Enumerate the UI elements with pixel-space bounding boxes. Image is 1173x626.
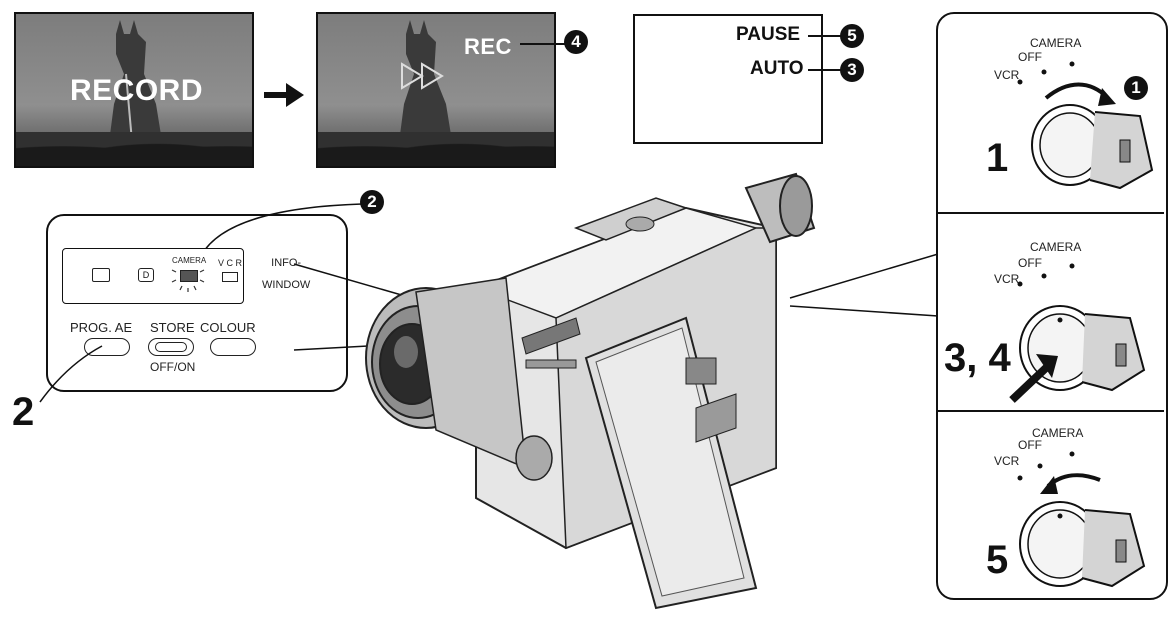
colour-button[interactable] bbox=[210, 338, 256, 356]
dial-vcr-label: VCR bbox=[994, 68, 1020, 82]
arrow-right-icon bbox=[264, 83, 304, 107]
portrait-mode-icon bbox=[92, 268, 110, 282]
callout-2: 2 bbox=[360, 190, 384, 214]
dial-off-label: OFF bbox=[1018, 438, 1042, 452]
step-5-number: 5 bbox=[986, 538, 1009, 582]
prog-ae-button[interactable] bbox=[84, 338, 130, 356]
panel-callout-curve bbox=[199, 203, 363, 259]
record-screen-image: RECORD bbox=[14, 12, 254, 168]
right-leader-lines bbox=[789, 253, 939, 317]
d-mode-icon: D bbox=[138, 268, 154, 282]
rec-text: REC bbox=[464, 34, 512, 59]
auto-label: AUTO bbox=[750, 58, 804, 79]
treeline bbox=[318, 132, 554, 166]
camera-indicator-label: CAMERA bbox=[172, 256, 207, 265]
dial-vcr-label: VCR bbox=[994, 454, 1020, 468]
callout-5: 5 bbox=[840, 24, 864, 48]
record-text: RECORD bbox=[70, 74, 204, 107]
store-button[interactable] bbox=[148, 338, 194, 356]
store-button-inner bbox=[155, 342, 187, 352]
rec-callout-line bbox=[520, 43, 566, 45]
treeline bbox=[16, 132, 252, 166]
display-box bbox=[633, 14, 823, 144]
step-2-pointer-line bbox=[39, 345, 103, 403]
panel-divider bbox=[938, 212, 1164, 214]
callout-3: 3 bbox=[840, 58, 864, 82]
power-dial-step1 bbox=[1017, 61, 1154, 190]
store-label: STORE bbox=[150, 320, 195, 335]
pause-label: PAUSE bbox=[736, 24, 801, 45]
step-2-number: 2 bbox=[12, 390, 35, 434]
play-indicator-icon bbox=[401, 62, 444, 90]
dial-vcr-label: VCR bbox=[994, 272, 1020, 286]
dial-camera-label: CAMERA bbox=[1032, 426, 1084, 440]
dial-off-label: OFF bbox=[1018, 256, 1042, 270]
blink-rays-icon bbox=[171, 269, 205, 292]
callout-4: 4 bbox=[564, 30, 588, 54]
display-callout-lines bbox=[808, 35, 842, 71]
panel-divider bbox=[938, 410, 1164, 412]
prog-ae-label: PROG. AE bbox=[70, 320, 133, 335]
dial-camera-label: CAMERA bbox=[1030, 36, 1082, 50]
dial-camera-label: CAMERA bbox=[1030, 240, 1082, 254]
vcr-indicator-lamp bbox=[222, 272, 238, 282]
rec-screen-image: REC bbox=[316, 12, 556, 168]
camera-indicator-lamp bbox=[180, 270, 198, 282]
camcorder-illustration bbox=[365, 172, 816, 610]
off-on-label: OFF/ON bbox=[150, 360, 196, 374]
step-34-number: 3, 4 bbox=[944, 336, 1011, 380]
colour-label: COLOUR bbox=[200, 320, 256, 335]
callout-1: 1 bbox=[1124, 76, 1148, 100]
power-dial-step5 bbox=[1017, 451, 1146, 588]
info-window-label: INFO- WINDOW bbox=[262, 257, 311, 291]
giraffe-silhouette bbox=[396, 20, 456, 166]
vcr-indicator-label: V C R bbox=[218, 258, 243, 268]
dial-off-label: OFF bbox=[1018, 50, 1042, 64]
power-dial-step34 bbox=[1009, 263, 1146, 403]
step-1-number: 1 bbox=[986, 136, 1009, 180]
